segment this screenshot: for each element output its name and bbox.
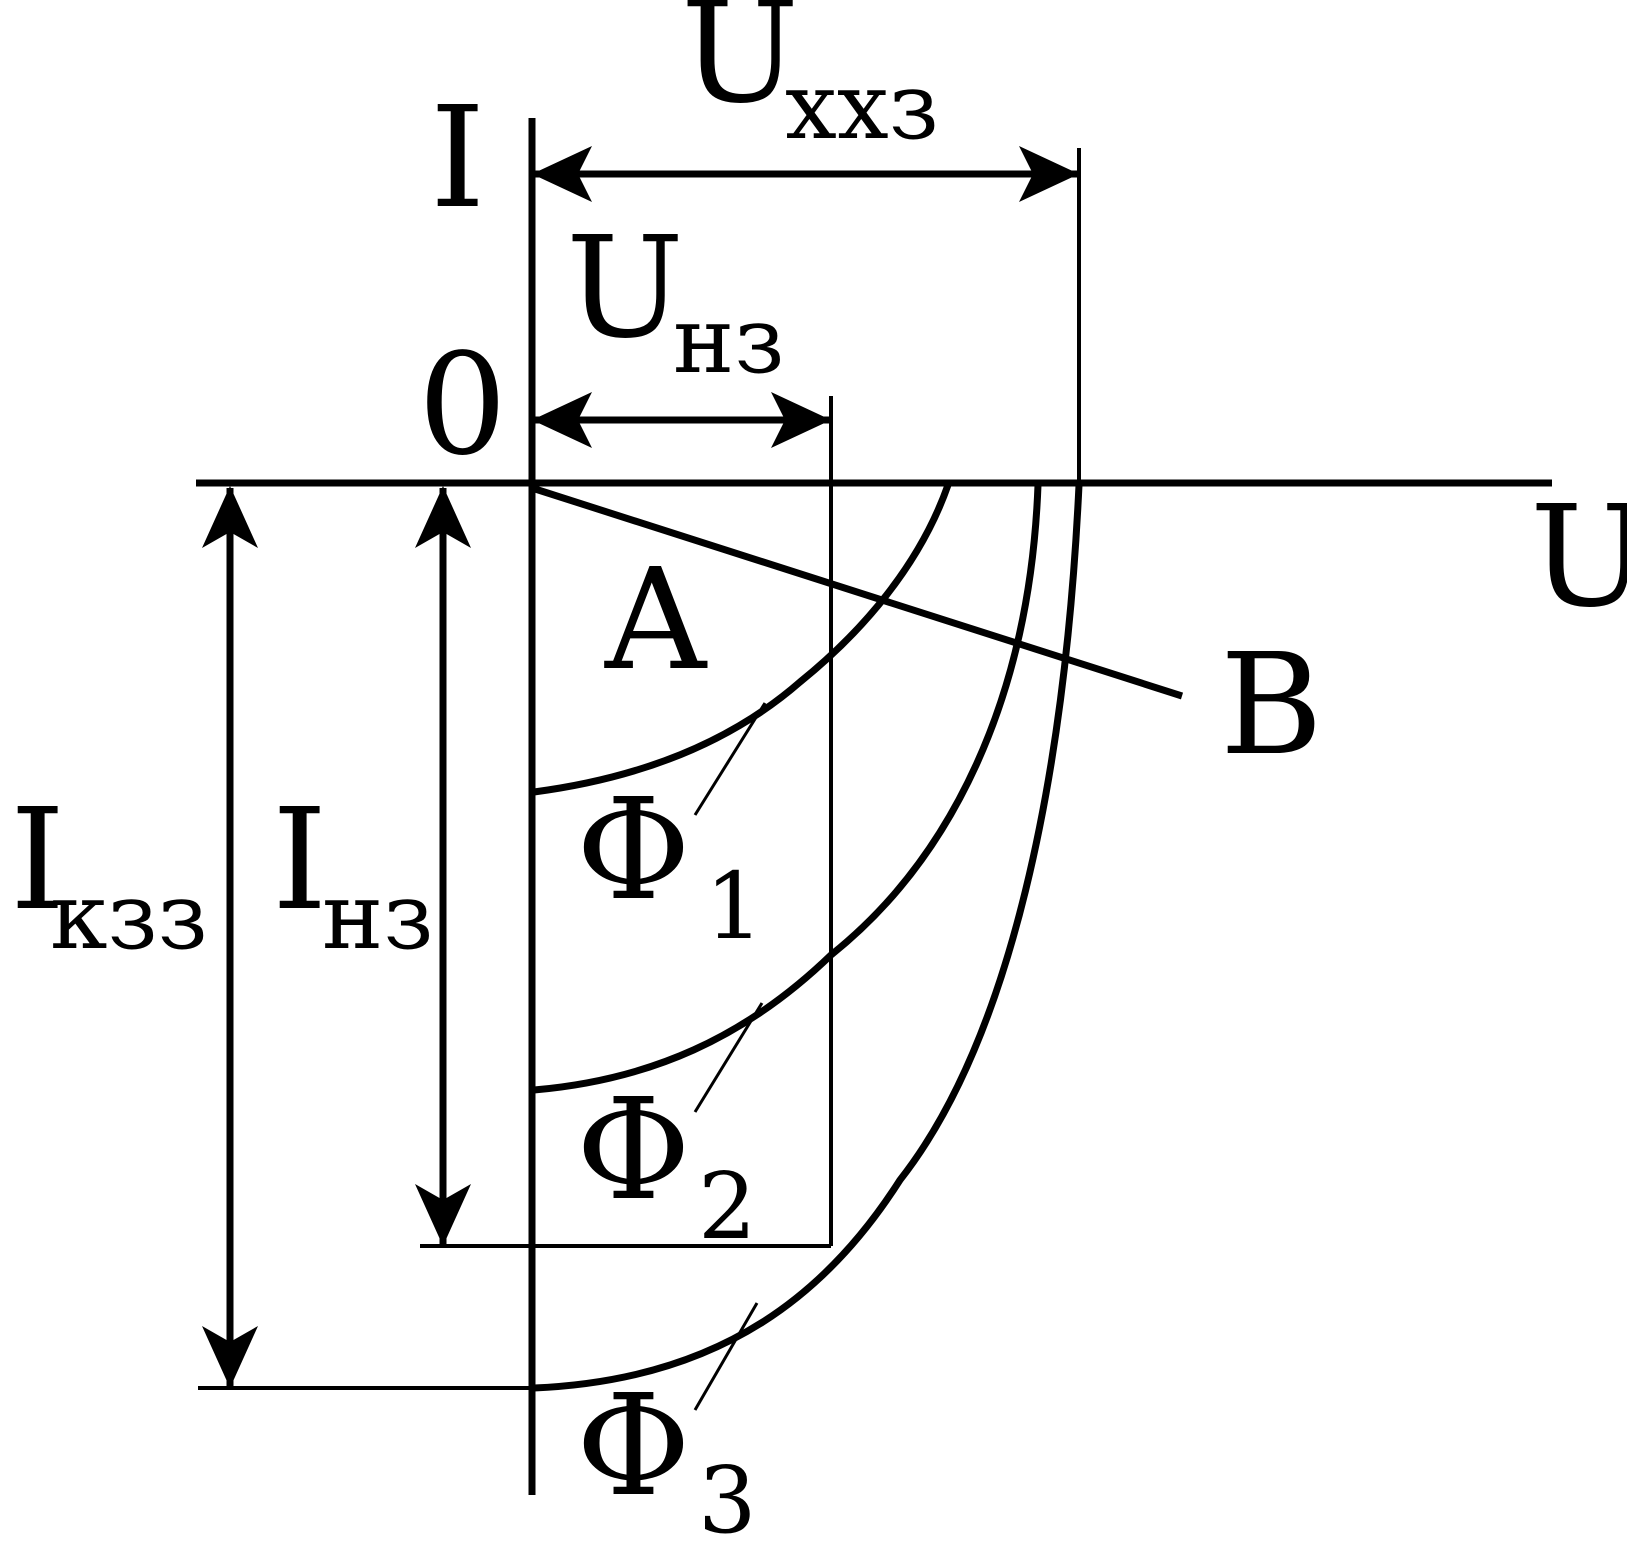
dim-u-nz-arrow-right [771, 392, 831, 448]
characteristic-curve-phi1 [533, 483, 952, 796]
i-axis-label: I [430, 77, 485, 240]
u-nz-label: U [566, 207, 684, 370]
load-line-ob [530, 484, 1184, 700]
phi2-subscript: 2 [698, 1153, 757, 1260]
origin-label: 0 [418, 324, 507, 487]
leader-phi3 [693, 1302, 759, 1411]
leader-phi2 [693, 1002, 764, 1113]
u-xxz-subscript: xxз [785, 53, 939, 160]
phi3-subscript: 3 [698, 1447, 757, 1543]
phi1-subscript: 1 [705, 853, 764, 960]
point-b-label: B [1220, 624, 1323, 787]
dim-u-nz-arrow-left [532, 392, 592, 448]
dim-u-xxz-arrow-left [532, 146, 592, 202]
phi1-label: Φ [576, 769, 691, 932]
i-kzz-subscript: кзз [50, 863, 208, 970]
dim-i-kzz-arrow-bottom [202, 1326, 258, 1388]
characteristic-curve-phi3 [533, 484, 1083, 1392]
i-nz-label: I [272, 779, 327, 942]
u-nz-subscript: нз [673, 287, 785, 394]
dim-u-xxz-arrow-right [1019, 146, 1079, 202]
dim-i-nz-arrow-top [415, 486, 471, 548]
characteristic-curve-phi2 [533, 484, 1042, 1094]
leader-phi1 [693, 702, 767, 816]
dim-i-kzz-arrow-top [202, 486, 258, 548]
dim-i-nz-arrow-bottom [415, 1184, 471, 1246]
i-nz-subscript: нз [322, 863, 434, 970]
u-axis-label: U [1530, 476, 1627, 639]
phi3-label: Φ [576, 1365, 691, 1528]
point-a-label: A [604, 539, 708, 702]
u-xxz-label: U [681, 0, 799, 135]
i-kzz-label: I [10, 779, 65, 942]
phi2-label: Φ [576, 1069, 691, 1232]
